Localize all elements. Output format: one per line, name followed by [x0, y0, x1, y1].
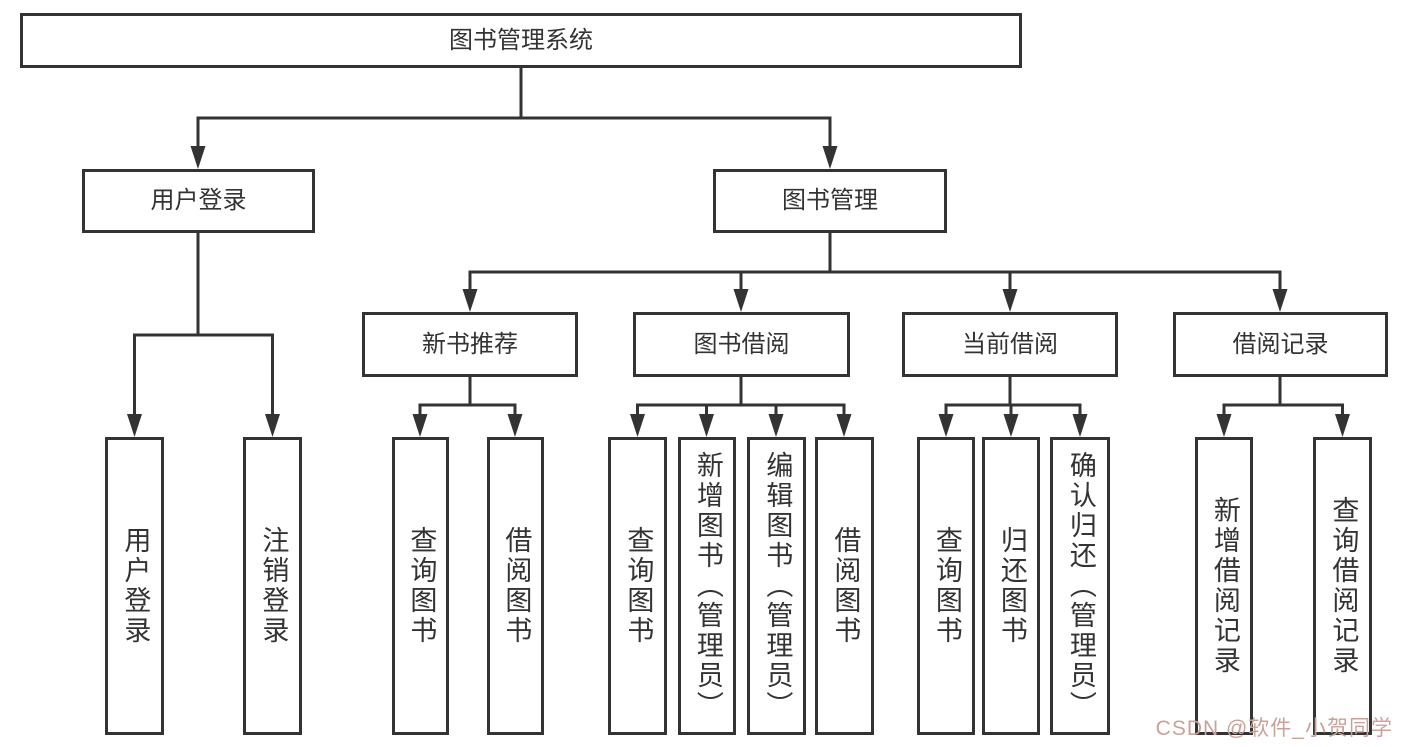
node-label: 当前借阅 [962, 330, 1058, 358]
leaf-query-books-3: 查询图书 [917, 437, 975, 735]
node-label: 图书借阅 [693, 330, 790, 358]
node-label: 编辑图书（管理员） [762, 451, 793, 721]
node-book-management: 图书管理 [713, 169, 947, 233]
connector-book-borrow-to-leaves [630, 376, 852, 437]
connector-book-management-to-level3 [462, 232, 1288, 312]
leaf-query-books-2: 查询图书 [608, 437, 667, 735]
node-label: 确认归还（管理员） [1065, 451, 1096, 721]
leaf-borrow-books-2: 借阅图书 [815, 437, 874, 735]
connector-current-borrow-to-leaves [938, 376, 1088, 437]
node-label: 用户登录 [120, 526, 151, 646]
connector-root-to-level2 [190, 68, 838, 169]
node-label: 借阅图书 [830, 526, 861, 646]
node-label: 借阅图书 [501, 526, 532, 646]
node-label: 归还图书 [996, 526, 1027, 646]
node-label: 新增借阅记录 [1209, 496, 1240, 676]
node-label: 新增图书（管理员） [692, 451, 723, 721]
leaf-add-books-admin: 新增图书（管理员） [678, 437, 736, 735]
leaf-return-books: 归还图书 [982, 437, 1040, 735]
leaf-edit-books-admin: 编辑图书（管理员） [747, 437, 806, 735]
node-label: 新书推荐 [422, 330, 518, 358]
node-label: 查询图书 [623, 526, 654, 646]
leaf-borrow-books-1: 借阅图书 [487, 437, 544, 735]
node-label: 借阅记录 [1232, 330, 1329, 358]
node-label: 图书管理系统 [449, 26, 593, 54]
node-label: 注销登录 [258, 526, 289, 646]
node-label: 查询图书 [931, 526, 962, 646]
leaf-query-borrow-record: 查询借阅记录 [1313, 437, 1372, 735]
connector-borrow-records-to-leaves [1216, 376, 1350, 437]
node-new-book-recommend: 新书推荐 [362, 312, 578, 377]
node-borrow-records: 借阅记录 [1173, 312, 1388, 377]
csdn-watermark: CSDN @软件_小贺同学 [1155, 717, 1393, 740]
node-root-library-system: 图书管理系统 [20, 13, 1022, 68]
leaf-user-login: 用户登录 [105, 437, 164, 735]
node-book-borrow: 图书借阅 [633, 312, 850, 377]
leaf-confirm-return-admin: 确认归还（管理员） [1050, 437, 1110, 735]
leaf-query-books-1: 查询图书 [392, 437, 449, 735]
connector-user-login-to-leaves [127, 232, 280, 437]
node-label: 查询借阅记录 [1328, 496, 1359, 676]
node-label: 用户登录 [150, 187, 247, 214]
node-label: 图书管理 [782, 187, 878, 214]
node-current-borrow: 当前借阅 [902, 312, 1118, 377]
node-user-login: 用户登录 [82, 169, 315, 233]
leaf-logout: 注销登录 [243, 437, 302, 735]
node-label: 查询图书 [406, 526, 437, 646]
connector-new-book-recommend-to-leaves [412, 376, 523, 437]
leaf-add-borrow-record: 新增借阅记录 [1195, 437, 1253, 735]
